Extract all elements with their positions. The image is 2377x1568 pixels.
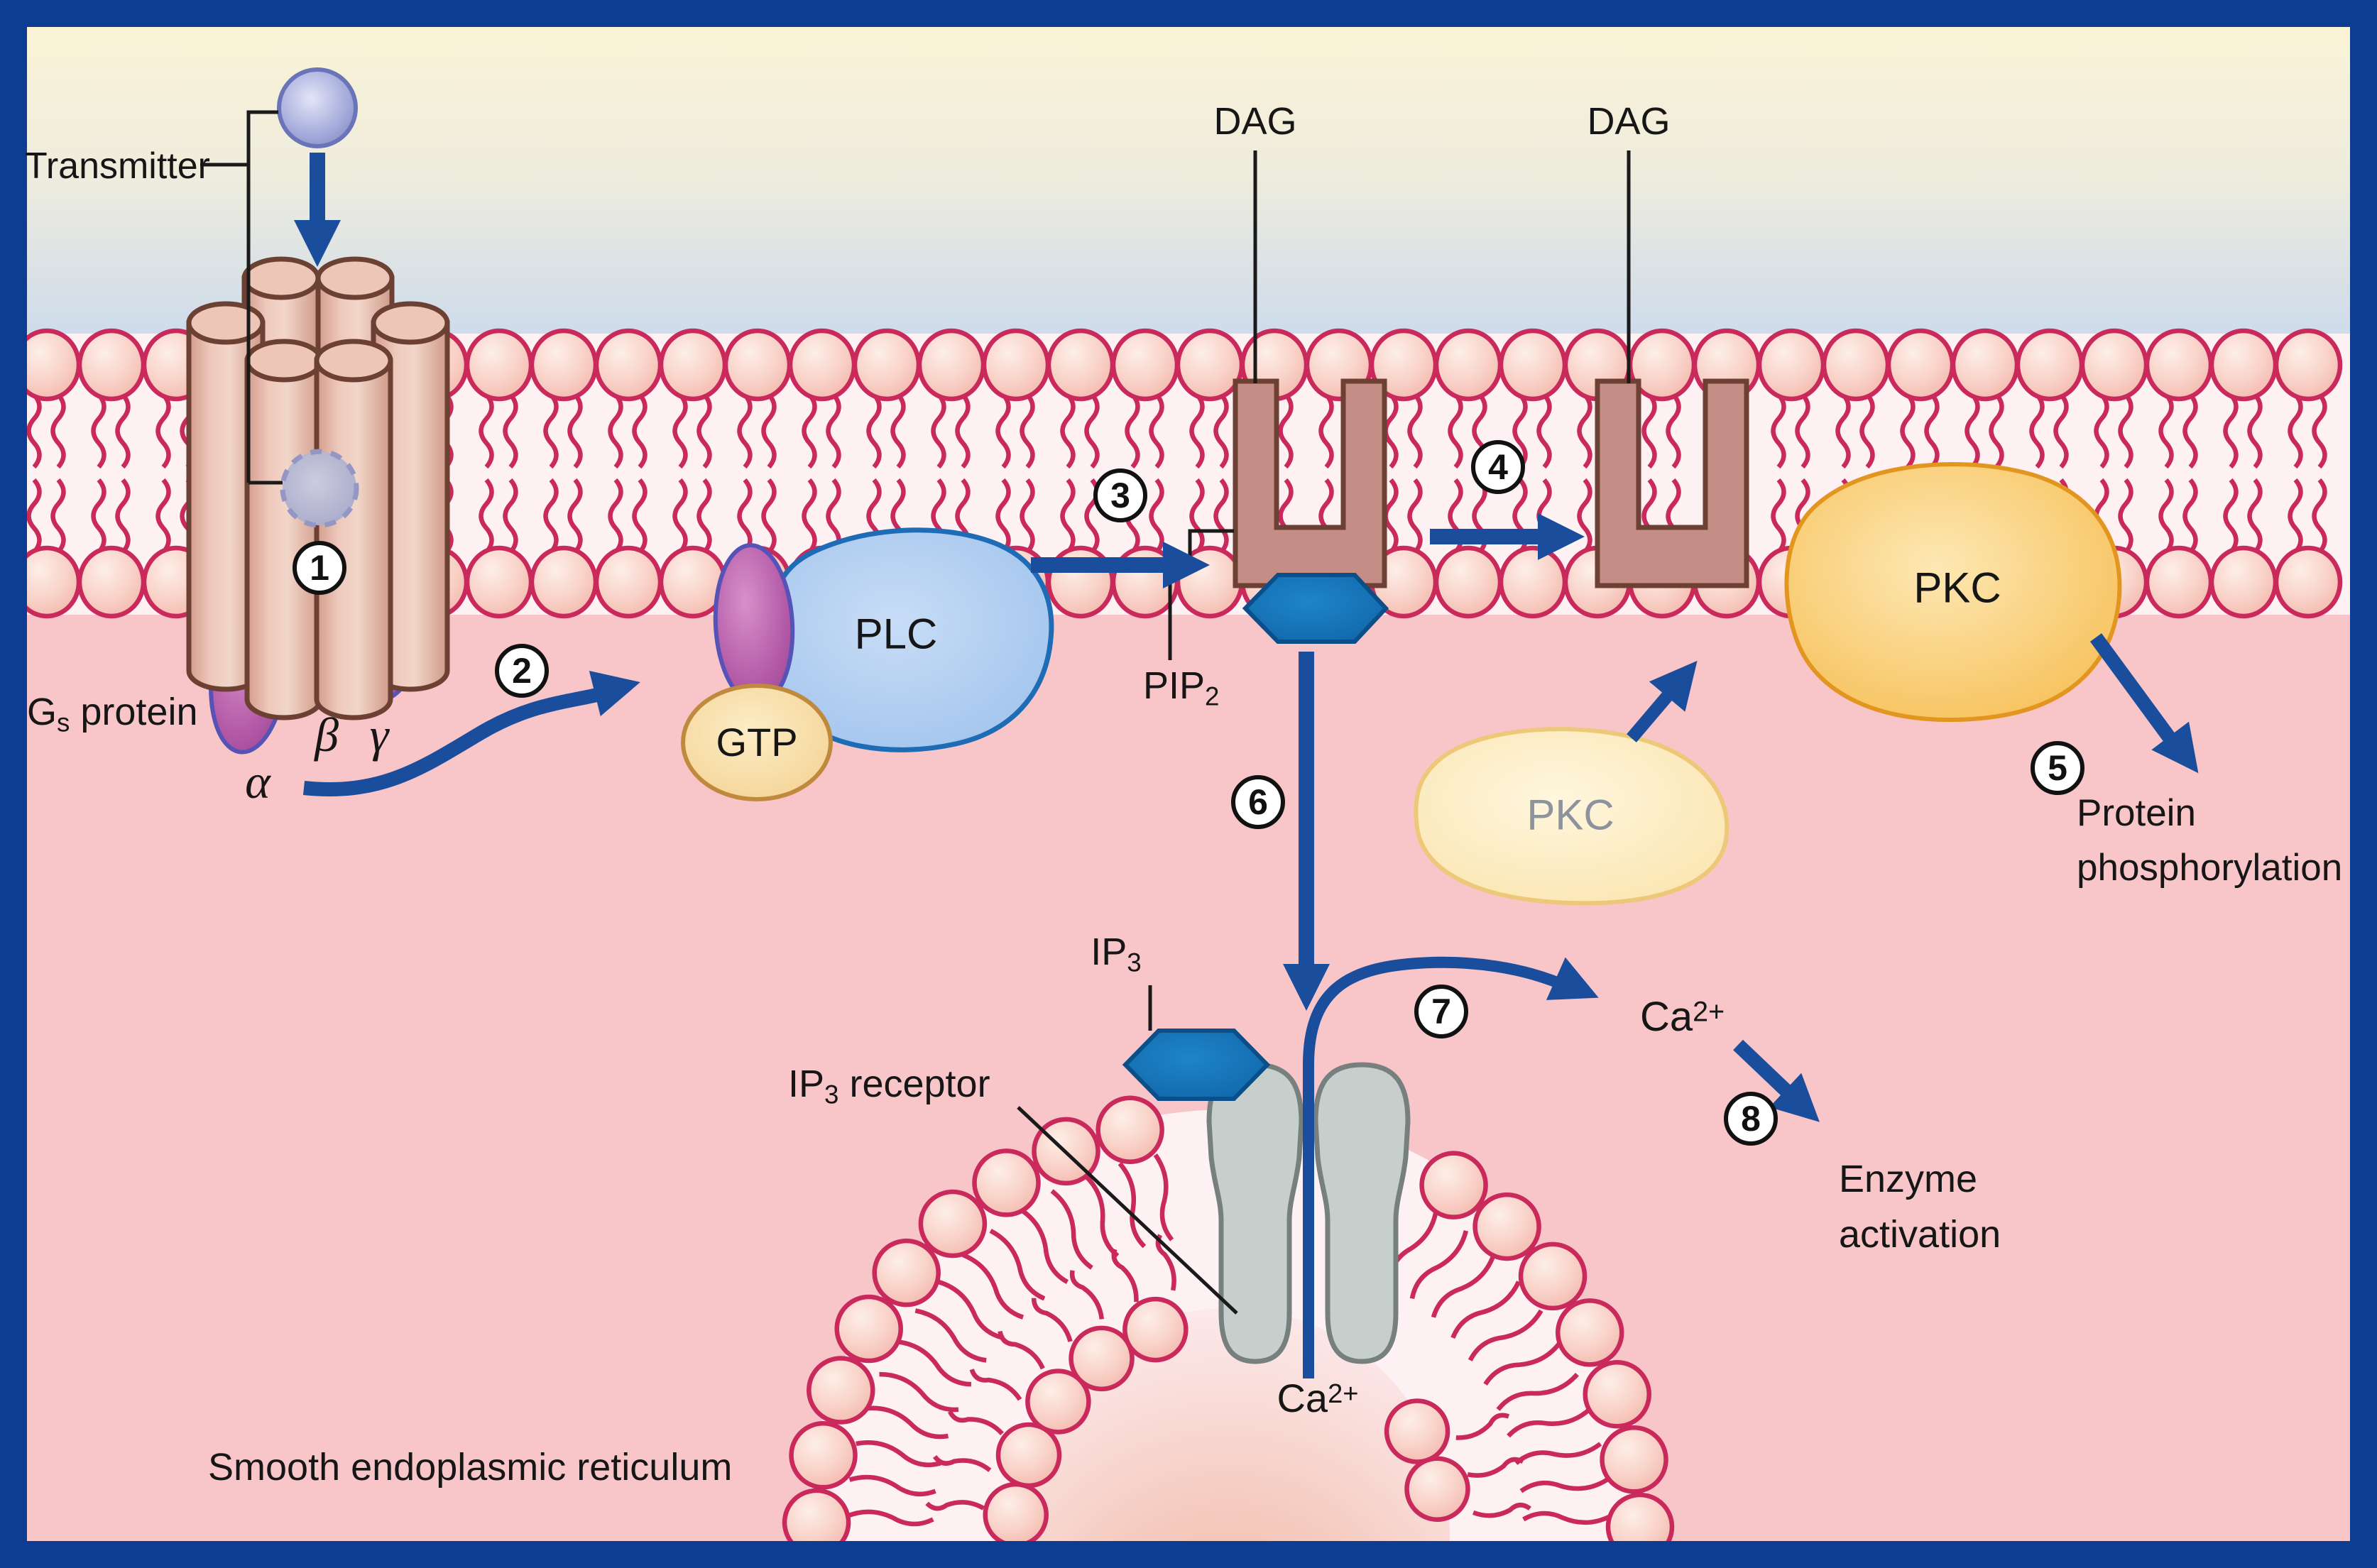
- pkc-inactive-label: PKC: [1526, 791, 1614, 839]
- arrow-2-shaft: [302, 681, 622, 796]
- dag-right-label: DAG: [1587, 100, 1671, 143]
- pip2-label: PIP2: [1143, 664, 1220, 711]
- calcium-store-label: Ca2+: [1277, 1376, 1359, 1420]
- plc-label: PLC: [854, 610, 938, 658]
- dag-molecule-right: [1595, 378, 1749, 588]
- arrow-2-head-icon: [589, 670, 640, 717]
- arrow-1-head-icon: [294, 220, 341, 267]
- arrow-6-head-icon: [1283, 964, 1330, 1011]
- pkc-active-label: PKC: [1913, 564, 2001, 612]
- step-marker-7: 7: [1414, 985, 1468, 1038]
- step-marker-5: 5: [2031, 741, 2084, 795]
- arrow-4-head-icon: [1538, 513, 1585, 560]
- arrow-3-head-icon: [1163, 542, 1210, 588]
- arrow-8-head-icon: [1769, 1073, 1820, 1122]
- calcium-released-label: Ca2+: [1640, 994, 1725, 1040]
- step-marker-4: 4: [1471, 440, 1525, 494]
- smooth-er-label: Smooth endoplasmic reticulum: [208, 1446, 733, 1488]
- pip2-headgroup-hexagon: [1242, 573, 1389, 644]
- ip3-receptor-channel: [1206, 1062, 1411, 1364]
- channel-right-lobe: [1313, 1062, 1411, 1364]
- step-marker-3: 3: [1093, 468, 1147, 522]
- pkc-active-blob: [1784, 462, 2122, 723]
- arrow-7-head-icon: [1546, 957, 1599, 1000]
- calcium-flow-path: [1303, 956, 1573, 1378]
- er-membrane-tails: [846, 1153, 1612, 1527]
- pkc-inactive-blob: [1414, 727, 1730, 906]
- gtp-molecule: [681, 684, 833, 801]
- pathway-arrows: [294, 153, 2199, 1122]
- gamma-label: γ: [369, 708, 389, 762]
- beta-label: β: [315, 708, 339, 762]
- transmitter-pointer-line: [200, 110, 283, 485]
- step-marker-1: 1: [293, 541, 346, 595]
- ip3-receptor-pointer-line: [1017, 1106, 1238, 1315]
- protein-phosphorylation-label: Protein phosphorylation: [2077, 792, 2343, 889]
- transmitter-molecule: [277, 67, 358, 148]
- ip3-receptor-label: IP3 receptor: [788, 1063, 990, 1109]
- transmitter-label: Transmitter: [25, 146, 210, 187]
- receptor-front-cylinders: [244, 339, 393, 720]
- enzyme-activation-label: Enzyme activation: [1839, 1158, 2001, 1256]
- ip3-hexagon: [1122, 1029, 1271, 1101]
- pkc-activation-arrow-head-icon: [1649, 660, 1698, 712]
- bound-transmitter: [280, 449, 359, 528]
- alpha-label: α: [245, 755, 271, 808]
- gtp-label: GTP: [716, 719, 798, 764]
- step-marker-6: 6: [1231, 775, 1285, 829]
- channel-left-lobe: [1206, 1062, 1304, 1364]
- ip3-label: IP3: [1091, 931, 1142, 977]
- dag-left-label: DAG: [1213, 100, 1297, 143]
- arrow-5-shaft: [2089, 633, 2180, 748]
- step-marker-2: 2: [495, 644, 549, 698]
- g-protein-label: Gs protein: [27, 691, 198, 738]
- arrow-5-head-icon: [2151, 721, 2199, 774]
- step-marker-8: 8: [1724, 1092, 1778, 1146]
